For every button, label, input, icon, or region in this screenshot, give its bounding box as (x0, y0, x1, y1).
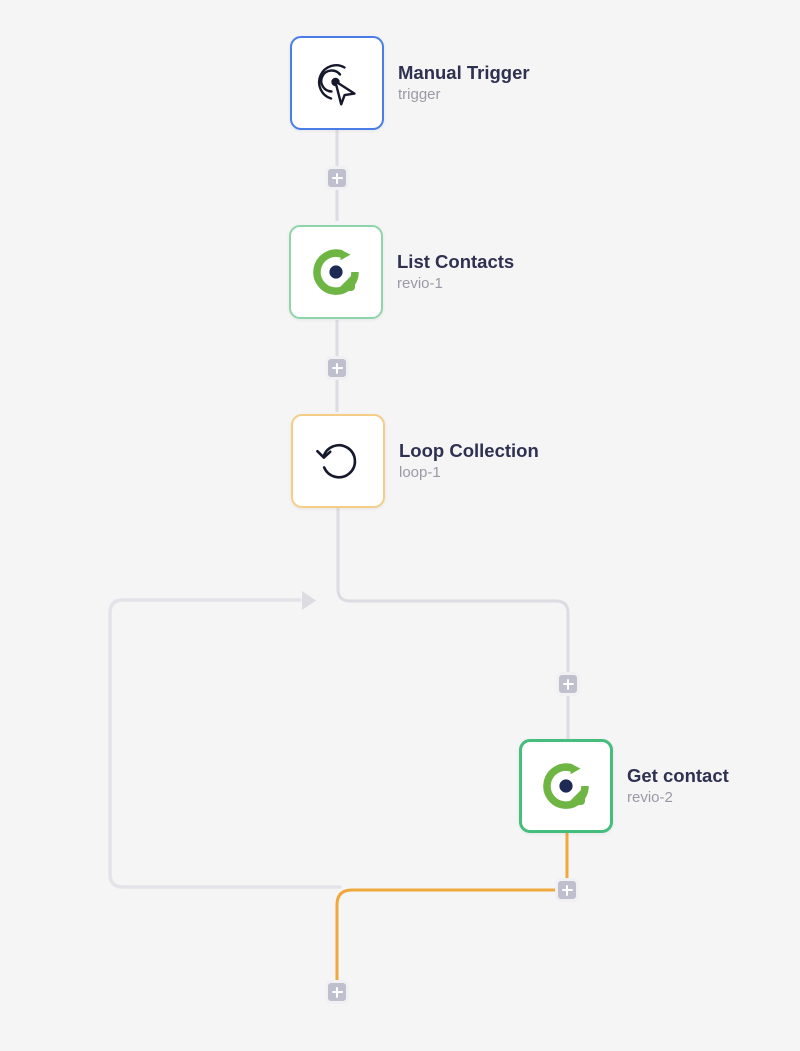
node-label-group-list-contacts: List Contacts revio-1 (397, 250, 515, 293)
node-title: Get contact (627, 764, 729, 786)
node-get-contact[interactable]: Get contact revio-2 (519, 739, 729, 833)
node-subtitle: trigger (398, 85, 441, 103)
node-title: Manual Trigger (398, 61, 530, 83)
revio-logo-icon (541, 761, 591, 811)
edge-get-contact-to-done (335, 832, 569, 982)
node-title: List Contacts (397, 250, 515, 272)
node-subtitle: revio-1 (397, 274, 443, 292)
node-icon-box-get-contact[interactable] (519, 739, 613, 833)
cursor-target-icon (311, 57, 363, 109)
node-subtitle: revio-2 (627, 788, 673, 806)
revio-logo-icon (311, 247, 361, 297)
node-loop-collection[interactable]: Loop Collection loop-1 (291, 414, 539, 508)
node-manual-trigger[interactable]: Manual Trigger trigger (290, 36, 530, 130)
edge-loop-back-return (108, 598, 342, 889)
node-title: Loop Collection (399, 439, 539, 461)
add-node-button-after-list-contacts[interactable] (325, 356, 349, 380)
node-icon-box-loop-collection[interactable] (291, 414, 385, 508)
node-label-group-get-contact: Get contact revio-2 (627, 764, 729, 807)
add-node-button-loop-body-start[interactable] (556, 672, 580, 696)
node-icon-box-list-contacts[interactable] (289, 225, 383, 319)
add-node-button-after-trigger[interactable] (325, 166, 349, 190)
edge-loop-to-get-contact (336, 507, 570, 742)
add-node-button-loop-done-branch[interactable] (325, 980, 349, 1004)
node-label-group-loop-collection: Loop Collection loop-1 (399, 439, 539, 482)
loop-arrow-icon (313, 436, 363, 486)
node-subtitle: loop-1 (399, 463, 441, 481)
loop-back-arrowhead-icon (302, 591, 316, 610)
node-list-contacts[interactable]: List Contacts revio-1 (289, 225, 514, 319)
add-node-button-after-get-contact[interactable] (555, 878, 579, 902)
node-label-group-manual-trigger: Manual Trigger trigger (398, 61, 530, 104)
node-icon-box-manual-trigger[interactable] (290, 36, 384, 130)
